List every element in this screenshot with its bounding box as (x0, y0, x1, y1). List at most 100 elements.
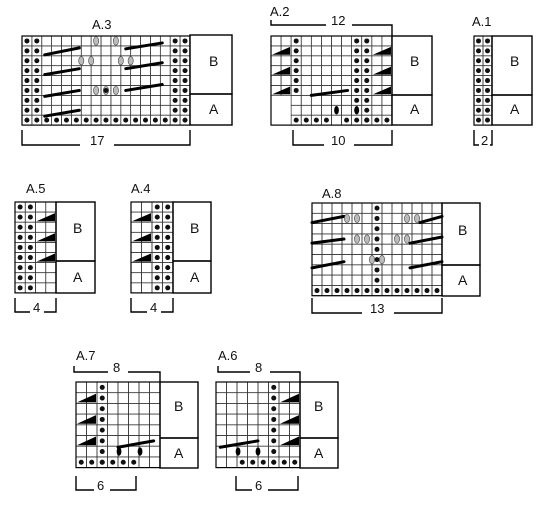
grid-cell (130, 242, 142, 253)
dot-symbol (27, 285, 33, 291)
grid-cell (215, 456, 227, 468)
grid-cell (310, 55, 322, 67)
grid-cell (421, 223, 433, 235)
grid-cell (289, 445, 301, 458)
grid-cell (110, 65, 122, 76)
dot-symbol (99, 406, 105, 412)
grid-cell (130, 75, 141, 86)
dot-symbol (364, 107, 370, 113)
grid-cell (159, 95, 171, 106)
triangle-symbol (132, 213, 151, 222)
grid-cell (310, 104, 322, 116)
dot-symbol (182, 48, 188, 54)
dot-symbol (374, 246, 380, 252)
dot-symbol (24, 107, 30, 113)
grid-cell (90, 65, 102, 76)
grid-cell (90, 75, 102, 86)
dot-symbol (182, 68, 188, 74)
dot-symbol (374, 267, 380, 273)
dot-symbol (165, 275, 171, 281)
bar-symbol (408, 260, 444, 270)
dot-symbol (162, 117, 168, 123)
dot-symbol (239, 459, 245, 465)
grid-cell (411, 254, 423, 266)
chart-a7: A.7 8 B A 6 (73, 348, 199, 493)
dot-symbol (271, 459, 277, 465)
grid-cell (100, 104, 112, 116)
dot-symbol (44, 117, 50, 123)
top-bracket (73, 366, 161, 382)
section-box-a (159, 437, 199, 469)
dot-symbol (374, 117, 380, 123)
grid-cell (351, 223, 363, 235)
width-bracket (292, 130, 393, 146)
dot-symbol (260, 459, 266, 465)
oval-symbol (93, 85, 99, 95)
dot-symbol (131, 459, 137, 465)
grid-cell (331, 243, 343, 255)
section-label-a: A (458, 272, 468, 288)
dot-symbol (476, 58, 481, 64)
grid-cell (107, 381, 119, 394)
black-oval-symbol (116, 447, 122, 456)
dot-symbol (354, 97, 360, 103)
grid-cell (51, 75, 62, 86)
section-box-a (189, 93, 233, 126)
triangle-symbol (372, 86, 391, 95)
dot-symbol (293, 78, 299, 84)
grid-cell (257, 413, 269, 426)
grid-cell (300, 45, 312, 57)
chart-title: A.1 (472, 14, 492, 29)
triangle-symbol (132, 233, 151, 242)
grid-cell (150, 65, 161, 76)
section-label-a: A (209, 101, 219, 117)
grid-cell (290, 104, 302, 116)
grid-cell (310, 75, 322, 86)
grid-cell (215, 392, 227, 404)
grid-cell (431, 243, 443, 255)
grid-cell (391, 274, 403, 286)
grid-cell (41, 35, 52, 47)
width-label: 4 (33, 300, 40, 315)
grid-cell (300, 75, 312, 86)
grid-cell (310, 95, 322, 106)
grid-cell (90, 95, 102, 106)
bar-symbol (124, 83, 164, 92)
grid-outline (21, 35, 191, 126)
grid-cell (215, 403, 227, 415)
dot-symbol (73, 117, 79, 123)
dot-symbol (17, 255, 23, 261)
grid-cell (226, 424, 238, 436)
grid-cell (361, 264, 373, 276)
dot-symbol (374, 236, 380, 242)
oval-symbol (379, 255, 385, 265)
dot-symbol (364, 58, 370, 64)
grid-cell (236, 392, 248, 404)
grid-cell (381, 75, 393, 86)
grid-cell (351, 274, 363, 286)
grid-cell (391, 212, 403, 224)
dot-symbol (133, 117, 139, 123)
oval-symbol (344, 213, 350, 223)
grid-cell (310, 35, 322, 47)
grid-cell (226, 413, 238, 426)
grid-cell (120, 104, 132, 116)
section-label-b: B (190, 220, 199, 236)
grid-cell (35, 242, 47, 253)
grid-cell (371, 104, 383, 116)
bar-symbol (43, 67, 81, 77)
grid-cell (226, 381, 238, 394)
grid-cell (290, 95, 302, 106)
grid-cell (300, 104, 312, 116)
dot-symbol (485, 87, 490, 93)
grid-cell (341, 55, 352, 67)
grid-cell (90, 104, 102, 116)
triangle-symbol (36, 253, 55, 262)
grid-cell (107, 435, 119, 447)
grid-cell (280, 75, 292, 86)
chart-a1: A.1 B A 2 (472, 14, 533, 148)
oval-symbol (404, 213, 410, 223)
dot-symbol (110, 459, 116, 465)
grid-cell (128, 403, 140, 415)
